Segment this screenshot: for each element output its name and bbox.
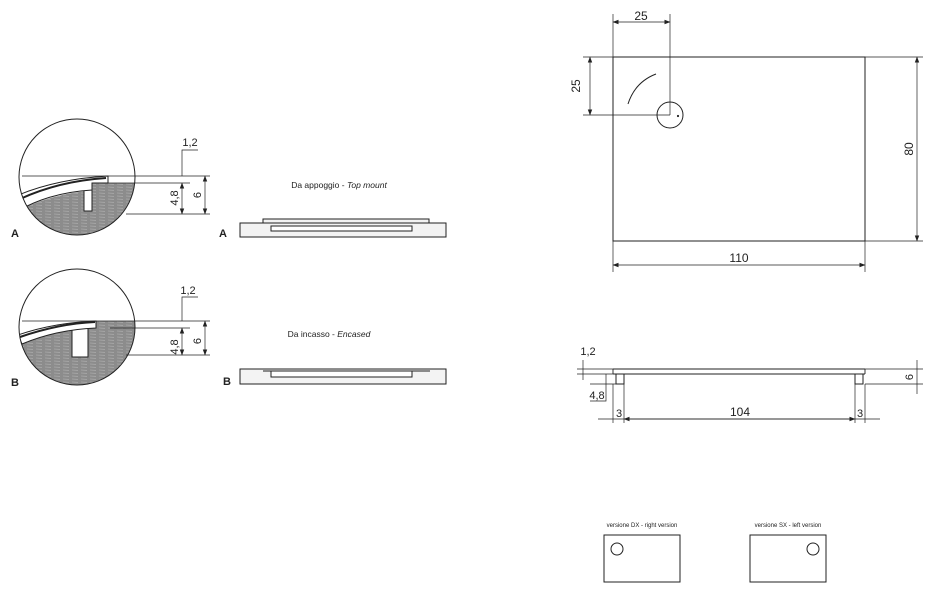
detail-b-tray-shell (19, 320, 97, 345)
detail-a-total-value: 6 (192, 192, 204, 198)
detail-b-inner-value: 4,8 (169, 339, 181, 354)
version-left-label: versione SX - left version (755, 523, 822, 529)
profile-a-label: A (219, 228, 227, 240)
plan-outline (612, 56, 866, 242)
profile-a-recess (270, 225, 413, 232)
detail-b-label: B (11, 377, 19, 389)
detail-a-tray-surface (19, 177, 107, 200)
version-right-label: versione DX - right version (607, 523, 678, 529)
version-left: versione SX - left version (749, 523, 827, 583)
profile-a: Da appoggio - Top mount A (219, 180, 447, 240)
detail-b-circle (18, 268, 136, 386)
version-right-outline (603, 534, 681, 583)
detail-a-plate-value: 1,2 (182, 137, 197, 149)
profile-b-caption: Da incasso - Encased (288, 329, 371, 339)
version-right-drain (610, 542, 624, 556)
side-leg-value: 4,8 (589, 390, 604, 402)
profile-b-caption-it: Da incasso - (288, 329, 338, 339)
profile-b-recess (270, 370, 413, 378)
version-left-drain (806, 542, 820, 556)
plan-left-value: 25 (569, 79, 583, 93)
plan-right-value: 80 (902, 142, 916, 156)
profile-a-caption-it: Da appoggio - (291, 180, 347, 190)
slope-arc (627, 73, 657, 105)
detail-b-tray-surface (19, 321, 96, 338)
detail-a-circle (18, 118, 136, 236)
version-right: versione DX - right version (603, 523, 681, 583)
profile-a-top-plate (262, 218, 430, 224)
profile-b-caption-en: Encased (337, 329, 370, 339)
detail-a-section (19, 175, 135, 235)
profile-a-caption-en: Top mount (347, 180, 387, 190)
version-left-outline (749, 534, 827, 583)
side-height-value: 6 (904, 374, 916, 380)
detail-a-label: A (11, 228, 19, 240)
detail-b-edge-block (71, 326, 89, 358)
detail-a-inner-value: 4,8 (169, 190, 181, 205)
profile-b: Da incasso - Encased B (223, 329, 447, 388)
detail-b-plate-leader (181, 296, 198, 321)
side-right-inset-value: 3 (857, 408, 863, 420)
side-right-leg (854, 373, 864, 385)
detail-b-plate-value: 1,2 (180, 285, 195, 297)
detail-a: 1,2 4,8 6 A (11, 118, 210, 240)
side-plate-value: 1,2 (580, 346, 595, 358)
profile-a-caption: Da appoggio - Top mount (291, 180, 387, 190)
side-leg-leader (590, 374, 607, 402)
detail-b-total-value: 6 (192, 338, 204, 344)
detail-b-basin-air (19, 321, 96, 340)
detail-a-tray-shell (19, 175, 109, 214)
detail-b: 1,2 4,8 6 B (11, 268, 210, 389)
plan-view: 25 25 80 110 (569, 9, 923, 272)
plan-bottom-value: 110 (729, 251, 748, 265)
side-left-inset-value: 3 (616, 408, 622, 420)
detail-b-section (19, 320, 135, 385)
profile-b-label: B (223, 376, 231, 388)
detail-a-plate-leader (181, 149, 198, 176)
plan-top-value: 25 (634, 9, 648, 23)
side-view: 1,2 4,8 3 104 3 6 (577, 346, 923, 423)
side-length-value: 104 (730, 405, 750, 419)
drain-center-dot (676, 114, 680, 118)
side-left-leg (615, 373, 625, 385)
